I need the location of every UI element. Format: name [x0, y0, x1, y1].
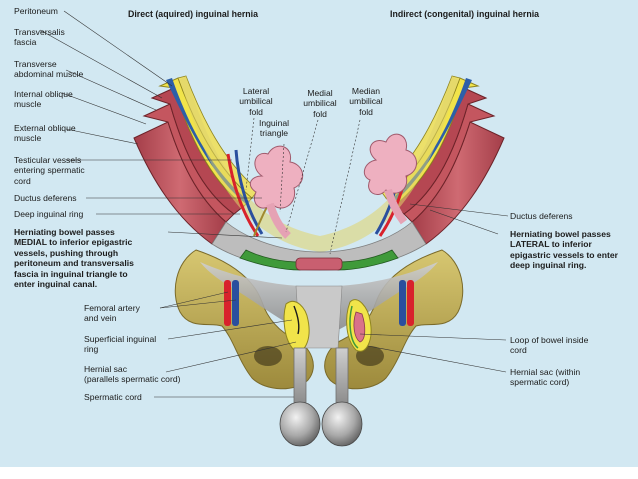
label-testicular-vessels: Testicular vessels entering spermatic co… [14, 155, 85, 186]
left-femoral-vein [232, 280, 239, 326]
right-femoral-artery [407, 280, 414, 326]
right-bowel-stem [384, 188, 408, 225]
label-lateral-umbilical-fold: Lateral umbilical fold [239, 86, 273, 117]
header-direct-hernia: Direct (aquired) inguinal hernia [128, 9, 259, 19]
left-testis [279, 401, 321, 447]
left-peritoneum-layer [166, 78, 250, 204]
label-inguinal-triangle: Inguinal triangle [258, 118, 290, 139]
label-loop-of-bowel: Loop of bowel inside cord [510, 335, 589, 356]
right-testis [321, 401, 363, 447]
label-transverse-abdominal-muscle: Transverse abdominal muscle [14, 59, 84, 80]
label-median-umbilical-fold: Median umbilical fold [349, 86, 383, 117]
label-superficial-inguinal-ring: Superficial inguinal ring [84, 334, 157, 355]
label-spermatic-cord: Spermatic cord [84, 392, 142, 402]
label-indirect-hernia-explanation: Herniating bowel passes LATERAL to infer… [510, 229, 618, 271]
label-medial-umbilical-fold: Medial umbilical fold [303, 88, 337, 119]
label-ductus-deferens-left: Ductus deferens [14, 193, 77, 203]
right-spermatic-cord [335, 347, 349, 405]
left-hernial-sac [283, 300, 310, 352]
right-bowel-loop-in-cord [353, 311, 366, 343]
left-spermatic-cord [293, 347, 307, 405]
label-external-oblique: External oblique muscle [14, 123, 76, 144]
label-direct-hernia-explanation: Herniating bowel passes MEDIAL to inferi… [14, 227, 134, 290]
header-indirect-hernia: Indirect (congenital) inguinal hernia [390, 9, 540, 19]
label-deep-inguinal-ring: Deep inguinal ring [14, 209, 84, 219]
leader-lines [39, 10, 509, 398]
left-herniating-bowel [249, 145, 304, 209]
left-bowel-stem [266, 202, 291, 239]
left-sac-arrow [293, 305, 300, 335]
left-femoral-artery [224, 280, 231, 326]
label-ductus-deferens-right: Ductus deferens [510, 211, 573, 221]
right-herniating-bowel [363, 133, 417, 195]
inguinal-canal-sheet [200, 262, 300, 330]
right-peritoneum-layer [388, 78, 472, 204]
label-peritoneum: Peritoneum [14, 6, 58, 16]
label-hernial-sac-right: Hernial sac (within spermatic cord) [510, 367, 581, 388]
bottom-margin [0, 467, 638, 479]
right-femoral-vein [399, 280, 406, 326]
left-obturator-foramen [254, 346, 282, 366]
right-sac-inner-fascia [349, 305, 359, 349]
left-testicular-vessels [226, 153, 260, 237]
pubic-symphysis [295, 257, 343, 271]
label-hernial-sac-left: Hernial sac (parallels spermatic cord) [84, 364, 181, 385]
label-internal-oblique: Internal oblique muscle [14, 89, 73, 110]
label-femoral-artery-vein: Femoral artery and vein [84, 303, 140, 324]
label-transversalis-fascia: Transversalis fascia [14, 27, 65, 48]
